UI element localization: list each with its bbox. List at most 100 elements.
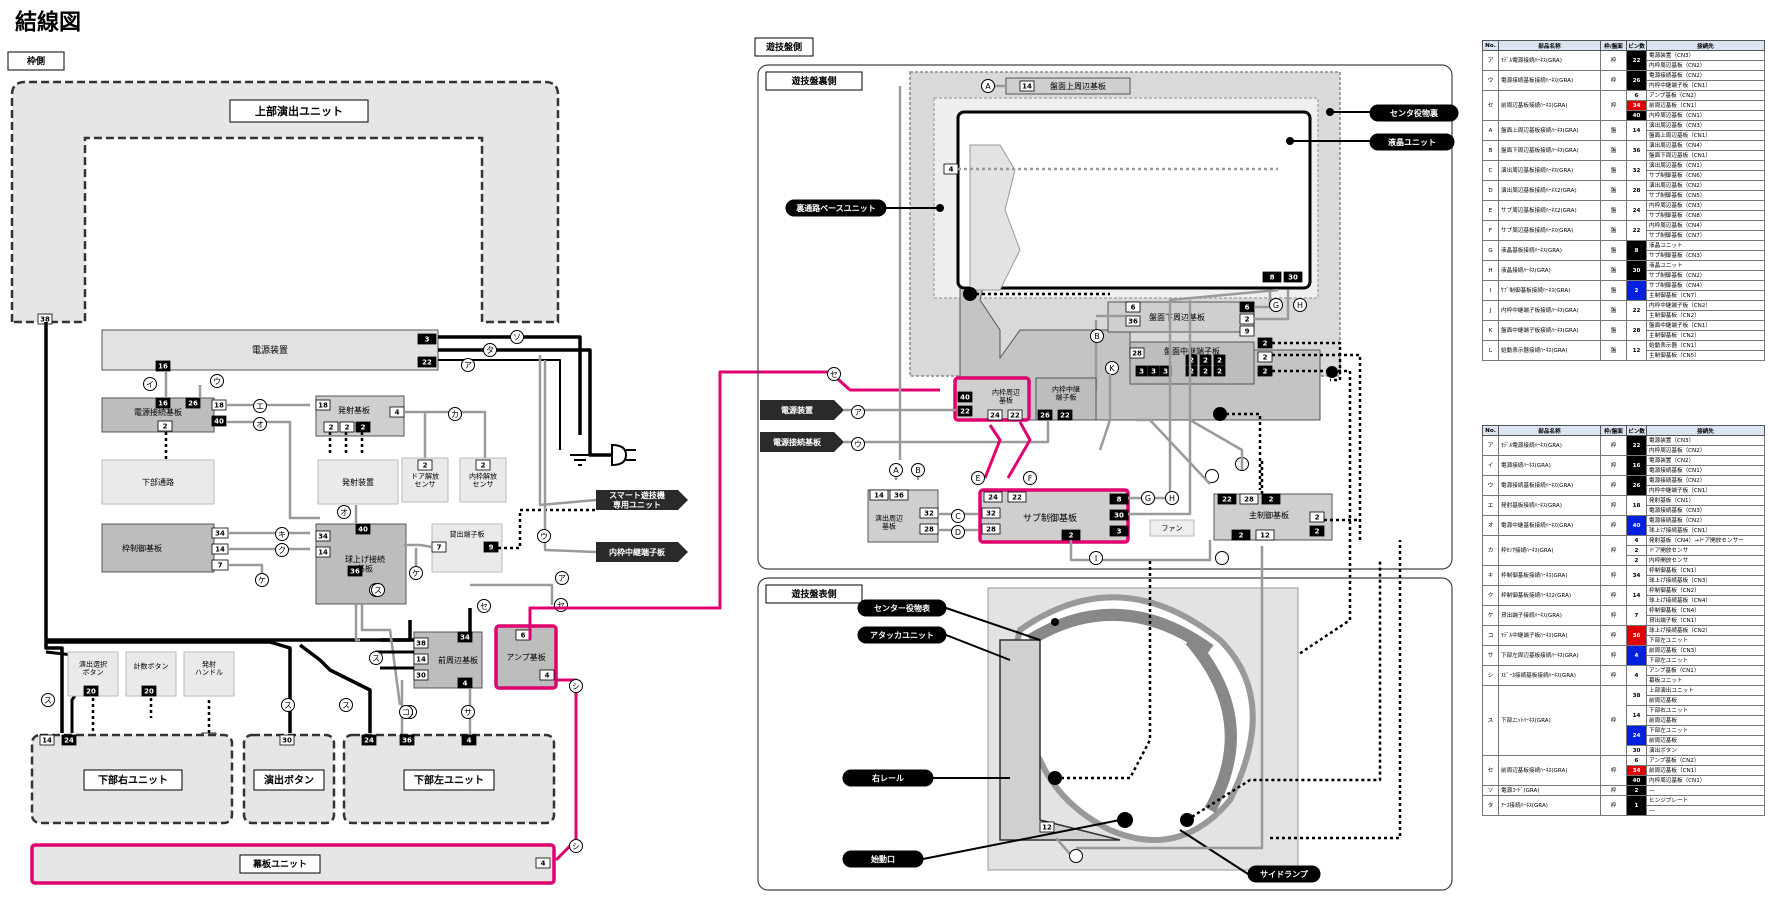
pin-cell: 24 [1626,200,1647,221]
wire [404,543,433,549]
marker-circle [569,679,583,693]
marker-label: A [985,82,991,91]
table-cell: J [1482,300,1499,321]
table-header: ピン数 [1626,40,1647,51]
table-header: 部品名称 [1498,425,1601,436]
marker-circle [827,367,841,381]
marker-circle [1105,361,1119,375]
anchor-dot [1286,137,1294,145]
marker-label: B [1094,332,1100,341]
pin-box [461,734,477,746]
pin-count: 2 [1315,527,1320,535]
table-cell: 前周辺基板接続ﾊｰﾈｽ(GRA) [1498,90,1601,121]
table-cell: 液晶接続ﾊｰﾈｽ(GRA) [1498,260,1601,281]
main_ctrl-label: 主制御基板 [1249,510,1289,520]
pin-count: 6 [1245,303,1250,311]
marker-circle [337,505,351,519]
wire [44,322,64,733]
pin-cell: 36 [1626,625,1647,646]
wire [945,634,1011,661]
table-cell: ｽﾋﾟｰｶ接続基板接続ﾊｰﾈｽ(GRA) [1498,665,1601,686]
pin-count: 24 [64,736,74,744]
dest-cell: 演出周辺基板（CN2） [1646,180,1765,191]
marker-circle [461,358,475,372]
table-cell: ﾓﾃﾞﾙ電源接続ﾊｰﾈｽ(GRA) [1498,435,1601,456]
center_deco2-label: センター役物表 [874,603,931,613]
start_port-label: 始動口 [871,854,895,864]
marker-circle [399,705,413,719]
table-cell: 枠 [1600,535,1627,566]
table-row: 主制御基板（CN5） [1483,350,1765,361]
pin-cell: 26 [1626,475,1647,496]
pin-count: 16 [158,362,168,370]
marker-label: エ [256,402,264,411]
pin-cell: 26 [1626,70,1647,91]
table-cell: 枠 [1600,515,1627,536]
dest-cell: 内枠中継端子板（CN1） [1646,485,1765,496]
pin-box [413,669,429,681]
dest-cell: 電源接続基板（CN2） [1646,70,1765,81]
marker-circle [1141,491,1155,505]
table-cell: 貸出端子接続ﾊｰﾈｽ(GRA) [1498,605,1601,626]
wire [844,420,1050,444]
pin-cell: 8 [1626,240,1647,261]
marker-circle [253,417,267,431]
pin-count: 14 [42,736,52,744]
dest-cell: 液晶ユニット [1646,260,1765,271]
power_relay2-label: 電源接続基板 [773,437,822,447]
pin-count: 40 [214,417,224,425]
table-cell: 盤 [1600,320,1627,341]
marker-label: ス [44,696,52,705]
door_sensor-label: ドア解放センサ [411,471,439,488]
table-cell: イ [1482,455,1499,476]
pin-box [1007,409,1023,421]
pin-box [417,459,433,471]
front_board-label: 前周辺基板 [438,655,478,665]
attacker-label: アタッカユニット [870,630,934,640]
pin-count: 3 [425,335,430,343]
section-box [754,37,814,57]
page-title: 結線図 [15,10,81,36]
lcd_unit-label: 液晶ユニット [1388,137,1436,147]
pin-count: 2 [1069,531,1074,539]
pin-count: 2 [1203,367,1208,375]
pin-box [413,637,429,649]
table-cell: 枠 [1600,495,1627,516]
marker-label: タ [486,346,494,355]
dest-cell: 演出周辺基板（CN1） [1646,160,1765,171]
curtain-title [239,854,321,874]
marker-circle [951,525,965,539]
table-cell: H [1482,260,1499,281]
dest-cell: 電源接続基板（CN1） [1646,465,1765,476]
table-cell: 枠 [1600,785,1627,796]
board_relay-label: 盤面中継端子板 [1164,346,1220,356]
pin-box [1231,529,1251,541]
pin-count: 3 [1117,527,1122,535]
marker-circle [1165,491,1179,505]
table-cell: 盤 [1600,140,1627,161]
lower_pass-label: 下部通路 [142,477,174,487]
marker-circle [1293,298,1307,312]
table-cell: 盤 [1600,280,1627,301]
pin-count: 3 [1139,367,1144,375]
marker-circle [1089,551,1103,565]
dest-cell: 球上げ接続基板（CN1） [1646,525,1765,536]
tag-shape [760,432,844,452]
marker-circle [483,343,497,357]
table-header: 部品名称 [1498,40,1601,51]
pin-box [1185,365,1198,377]
pin-box [1213,365,1226,377]
table-cell: 枠 [1600,50,1627,71]
dest-cell: 下部左ユニット [1646,635,1765,646]
marker-circle [1205,469,1219,483]
